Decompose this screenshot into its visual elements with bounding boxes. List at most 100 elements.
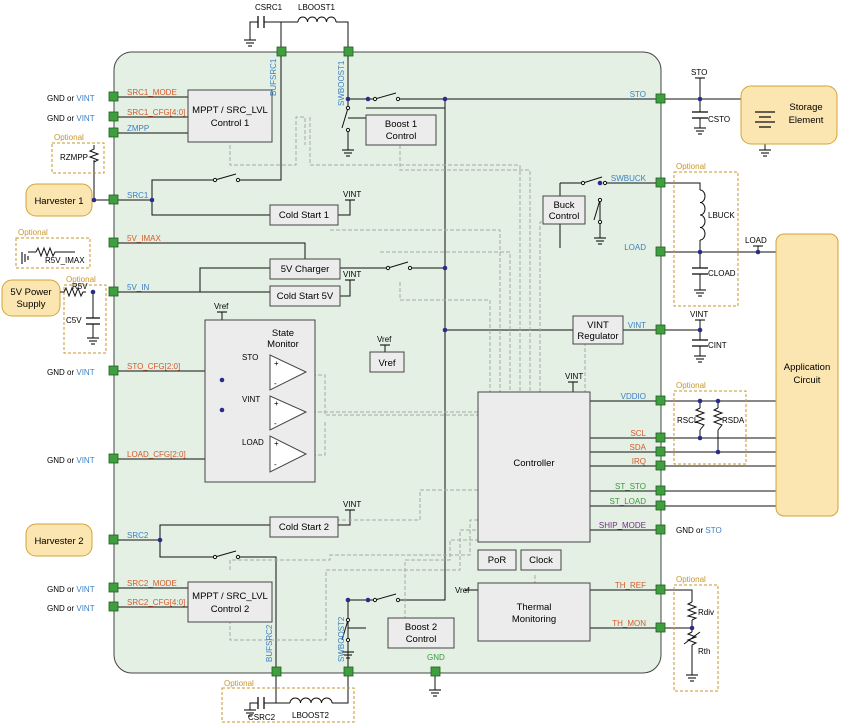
svg-text:GND or VINT: GND or VINT bbox=[47, 585, 95, 594]
pin-5v-imax: 5V_IMAX bbox=[127, 234, 161, 243]
pin-swbuck: SWBUCK bbox=[611, 174, 647, 183]
pin-vddio: VDDIO bbox=[621, 392, 646, 401]
power-supply-label-2: Supply bbox=[16, 299, 45, 310]
buck-label-2: Control bbox=[549, 211, 580, 222]
pin-bufsrc1: BUFSRC1 bbox=[269, 58, 278, 96]
storage-label-2: Element bbox=[789, 115, 824, 126]
comparator-vint-label: VINT bbox=[242, 395, 260, 404]
block-mppt1: MPPT / SRC_LVL Control 1 bbox=[187, 89, 273, 143]
pin-st-sto: ST_STO bbox=[615, 482, 646, 491]
supply-taps bbox=[217, 77, 763, 591]
mppt2-label-2: Control 2 bbox=[211, 604, 250, 615]
harvester-2-label: Harvester 2 bbox=[34, 536, 83, 547]
resistors bbox=[28, 145, 724, 646]
optional-label-r5v-imax: Optional bbox=[18, 228, 48, 237]
left-supply-labels: GND or VINT GND or VINT GND or VINT GND … bbox=[47, 94, 95, 613]
pin-swboost2: SWBOOST2 bbox=[337, 616, 346, 662]
net-label-vref-block: Vref bbox=[377, 335, 392, 344]
block-boost1: Boost 1 Control bbox=[365, 114, 437, 146]
gnd-label: GND bbox=[47, 94, 65, 103]
pin-gnd: GND bbox=[427, 653, 445, 662]
inductor-lboost1 bbox=[297, 16, 337, 23]
label-cload: CLOAD bbox=[708, 269, 736, 278]
block-5v-charger: 5V Charger bbox=[269, 258, 341, 280]
thermal-label-1: Thermal bbox=[517, 602, 552, 613]
label-rscl: RSCL bbox=[677, 416, 699, 425]
harvester-2: Harvester 2 bbox=[25, 523, 93, 557]
svg-text:-: - bbox=[274, 460, 277, 469]
svg-text:GND or VINT: GND or VINT bbox=[47, 456, 95, 465]
label-lbuck: LBUCK bbox=[708, 211, 735, 220]
harvester-1-label: Harvester 1 bbox=[34, 196, 83, 207]
storage-label-1: Storage bbox=[789, 102, 822, 113]
svg-text:GND or VINT: GND or VINT bbox=[47, 604, 95, 613]
cold-start-5v-label: Cold Start 5V bbox=[277, 291, 334, 302]
block-boost2: Boost 2 Control bbox=[387, 617, 455, 649]
block-clock: Clock bbox=[520, 549, 562, 571]
pin-th-mon: TH_MON bbox=[612, 619, 646, 628]
boost1-label-2: Control bbox=[386, 131, 417, 142]
capacitors bbox=[86, 16, 708, 709]
pin-bufsrc2: BUFSRC2 bbox=[265, 624, 274, 662]
label-lboost1: LBOOST1 bbox=[298, 3, 335, 12]
net-label-vref-thermal: Vref bbox=[455, 586, 470, 595]
block-por: PoR bbox=[477, 549, 517, 571]
comparator-load: +- LOAD bbox=[242, 435, 308, 473]
block-cold-start-2: Cold Start 2 bbox=[269, 516, 339, 538]
label-lboost2: LBOOST2 bbox=[292, 711, 329, 720]
application-label-2: Circuit bbox=[794, 375, 821, 386]
optional-label-thermal: Optional bbox=[676, 575, 706, 584]
block-buck: Buck Control bbox=[542, 195, 586, 225]
controller-label: Controller bbox=[513, 458, 554, 469]
battery-icon bbox=[755, 111, 775, 128]
net-label-sto: STO bbox=[691, 68, 707, 77]
clock-label: Clock bbox=[529, 555, 553, 566]
label-r5v-imax: R5V_IMAX bbox=[45, 256, 85, 265]
mppt1-label-1: MPPT / SRC_LVL bbox=[192, 105, 268, 116]
buck-label-1: Buck bbox=[553, 200, 574, 211]
optional-label-i2c: Optional bbox=[676, 381, 706, 390]
por-label: PoR bbox=[488, 555, 507, 566]
pin-vint: VINT bbox=[628, 321, 646, 330]
inductor-lbuck bbox=[699, 189, 706, 241]
net-label-vint-cs2: VINT bbox=[343, 500, 361, 509]
pin-src2: SRC2 bbox=[127, 531, 149, 540]
application-circuit: Application Circuit bbox=[775, 233, 839, 517]
state-monitor-label-1: State bbox=[272, 328, 294, 339]
net-label-vint-cs1: VINT bbox=[343, 190, 361, 199]
svg-text:-: - bbox=[274, 419, 277, 428]
application-label-1: Application bbox=[784, 362, 830, 373]
block-vint-regulator: VINT Regulator bbox=[572, 315, 624, 345]
block-thermal-monitoring: Thermal Monitoring bbox=[477, 582, 591, 642]
label-rzmpp: RZMPP bbox=[60, 153, 88, 162]
pin-src2-mode: SRC2_MODE bbox=[127, 579, 177, 588]
vref-block-label: Vref bbox=[378, 358, 395, 369]
power-supply-5v: 5V Power Supply bbox=[1, 279, 61, 317]
svg-text:GND or VINT: GND or VINT bbox=[47, 94, 95, 103]
label-rth: Rth bbox=[698, 647, 710, 656]
pin-sda: SDA bbox=[630, 443, 647, 452]
cold-start-2-label: Cold Start 2 bbox=[279, 522, 329, 533]
svg-text:+: + bbox=[274, 359, 279, 368]
pin-th-ref: TH_REF bbox=[615, 581, 646, 590]
label-csto: CSTO bbox=[708, 115, 730, 124]
pin-src2-cfg: SRC2_CFG[4:0] bbox=[127, 598, 185, 607]
pin-ship-mode: SHIP_MODE bbox=[599, 521, 646, 530]
boost2-label-1: Boost 2 bbox=[405, 622, 437, 633]
net-label-vref-sm: Vref bbox=[214, 302, 229, 311]
charger-5v-label: 5V Charger bbox=[281, 264, 330, 275]
optional-label-r5v: Optional bbox=[66, 275, 96, 284]
optional-label-boost2: Optional bbox=[224, 679, 254, 688]
pin-src1: SRC1 bbox=[127, 191, 149, 200]
harvester-1: Harvester 1 bbox=[25, 183, 93, 217]
pin-5v-in: 5V_IN bbox=[127, 283, 149, 292]
label-csrc1: CSRC1 bbox=[255, 3, 283, 12]
pin-st-load: ST_LOAD bbox=[610, 497, 647, 506]
pin-src1-cfg: SRC1_CFG[4:0] bbox=[127, 108, 185, 117]
label-rsda: RSDA bbox=[722, 416, 745, 425]
pin-load-cfg: LOAD_CFG[2:0] bbox=[127, 450, 186, 459]
block-cold-start-5v: Cold Start 5V bbox=[269, 285, 341, 307]
pin-src1-mode: SRC1_MODE bbox=[127, 88, 177, 97]
mppt1-label-2: Control 1 bbox=[211, 118, 250, 129]
optional-label-rzmpp: Optional bbox=[54, 133, 84, 142]
